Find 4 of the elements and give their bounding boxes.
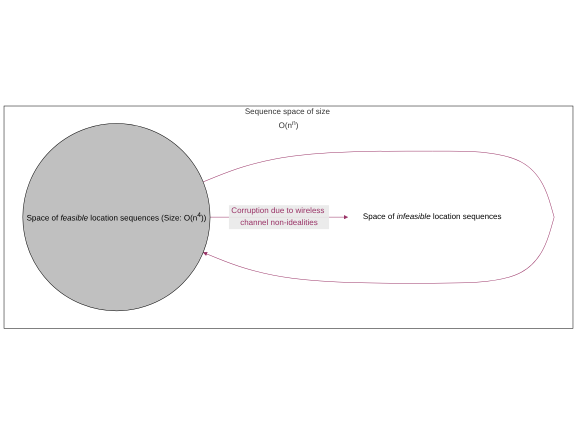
node-circle: Space of feasible location sequences (Size: O(n$^{4}$)) (22, 123, 210, 311)
node-text: Space of infeasible location sequences (362, 212, 502, 221)
arrow (202, 150, 554, 284)
edge-label: Corruption due to wireless channel non-idealities (231, 206, 324, 228)
